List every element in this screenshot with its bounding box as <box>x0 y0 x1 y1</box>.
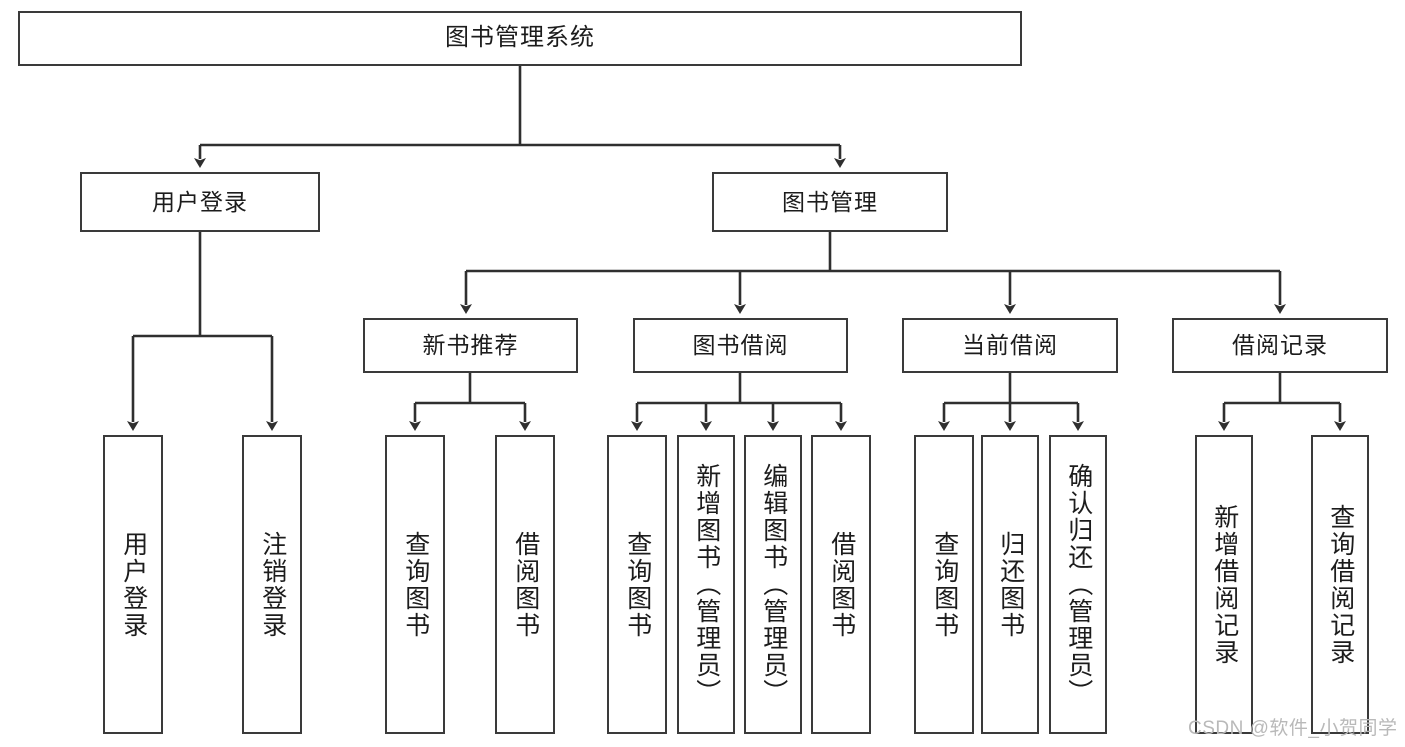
node-current-borrow[interactable]: 当前借阅 <box>902 318 1118 373</box>
node-label: 查询借阅记录 <box>1326 503 1355 666</box>
node-label: 借阅图书 <box>827 530 856 639</box>
node-label: 用户登录 <box>152 188 248 215</box>
node-label: 查询图书 <box>930 530 959 639</box>
node-label: 图书管理系统 <box>445 24 595 52</box>
node-label: 查询图书 <box>623 530 652 639</box>
node-root-book-management-system[interactable]: 图书管理系统 <box>18 11 1022 66</box>
node-book-management[interactable]: 图书管理 <box>712 172 948 232</box>
node-label: 查询图书 <box>401 530 430 639</box>
node-label: 编辑图书（管理员） <box>759 463 788 706</box>
node-label: 归还图书 <box>996 530 1025 639</box>
leaf-confirm-return-admin[interactable]: 确认归还（管理员） <box>1049 435 1107 734</box>
node-book-borrow[interactable]: 图书借阅 <box>633 318 848 373</box>
leaf-edit-book-admin[interactable]: 编辑图书（管理员） <box>744 435 802 734</box>
node-label: 新增借阅记录 <box>1210 503 1239 666</box>
leaf-borrow-book[interactable]: 借阅图书 <box>811 435 871 734</box>
node-label: 确认归还（管理员） <box>1064 463 1093 706</box>
csdn-watermark: CSDN @软件_小贺同学 <box>1188 718 1398 739</box>
node-label: 新增图书（管理员） <box>692 463 721 706</box>
node-borrow-record[interactable]: 借阅记录 <box>1172 318 1388 373</box>
node-new-book-recommend[interactable]: 新书推荐 <box>363 318 578 373</box>
node-label: 当前借阅 <box>962 332 1058 359</box>
leaf-query-book-borrow[interactable]: 查询图书 <box>607 435 667 734</box>
leaf-borrow-book-recommend[interactable]: 借阅图书 <box>495 435 555 734</box>
leaf-add-book-admin[interactable]: 新增图书（管理员） <box>677 435 735 734</box>
node-label: 图书借阅 <box>692 332 789 359</box>
node-label: 借阅记录 <box>1232 332 1328 359</box>
leaf-user-login[interactable]: 用户登录 <box>103 435 163 734</box>
leaf-add-borrow-record[interactable]: 新增借阅记录 <box>1195 435 1253 734</box>
node-label: 新书推荐 <box>422 332 519 359</box>
leaf-query-book-current[interactable]: 查询图书 <box>914 435 974 734</box>
node-label: 注销登录 <box>258 530 287 639</box>
leaf-query-borrow-record[interactable]: 查询借阅记录 <box>1311 435 1369 734</box>
node-user-login[interactable]: 用户登录 <box>80 172 320 232</box>
node-label: 借阅图书 <box>511 530 540 639</box>
leaf-logout-login[interactable]: 注销登录 <box>242 435 302 734</box>
node-label: 用户登录 <box>119 530 148 639</box>
node-label: 图书管理 <box>782 188 878 215</box>
leaf-return-book[interactable]: 归还图书 <box>981 435 1039 734</box>
leaf-query-book-recommend[interactable]: 查询图书 <box>385 435 445 734</box>
